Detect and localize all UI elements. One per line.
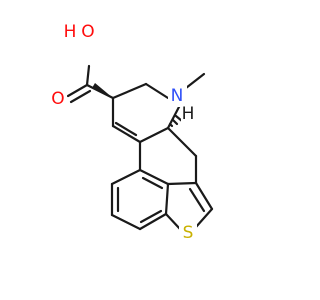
- bond-c5-c4: [166, 126, 198, 158]
- bond-ar1-ar2: [110, 168, 142, 186]
- bond-n-methyl: [184, 72, 206, 90]
- bond-c10-c11-double-b: [114, 121, 138, 137]
- bond-c10-c11-double-a: [111, 124, 142, 144]
- wedge-bond-cooh: [92, 83, 113, 98]
- structure-diagram: O H O N H S: [49, 21, 214, 244]
- bond-c2-s: [194, 207, 214, 229]
- bond-c-o-double-a: [66, 83, 89, 98]
- bond-ar6-ar1-inner: [141, 176, 164, 190]
- stereo-hydrogen: H: [181, 104, 196, 124]
- bond-ar6-ar1: [138, 168, 170, 186]
- bond-ar5-ar6: [164, 182, 170, 216]
- amine-nitrogen: N: [168, 85, 187, 107]
- bond-c8-c9: [111, 82, 148, 100]
- hash-1: [168, 122, 174, 128]
- thiophene-sulfur: S: [179, 222, 197, 244]
- atom-label-s: S: [183, 223, 194, 243]
- bond-c3-c2-a: [194, 181, 214, 211]
- bond-s-ar5: [164, 212, 182, 231]
- atom-label-o-carbonyl: O: [51, 89, 64, 109]
- bond-c5-c10: [138, 126, 170, 144]
- bond-ar4-ar5-inner: [139, 209, 163, 224]
- bond-c3-c2-b: [188, 187, 206, 213]
- carbonyl-oxygen: O: [49, 88, 67, 110]
- bond-c-o-double-b: [69, 89, 92, 104]
- bond-c9-n: [144, 82, 170, 100]
- atom-label-h-stereo: H: [182, 104, 195, 124]
- atom-label-o-hydroxyl: O: [81, 22, 94, 42]
- bond-ar6-c3: [166, 181, 198, 186]
- molecule-canvas: O H O N H S: [49, 21, 214, 244]
- atom-label-h-hydroxyl: H: [64, 22, 77, 42]
- bond-c-oh: [85, 64, 91, 87]
- bond-ar3-ar4: [110, 213, 142, 231]
- hash-2: [171, 118, 179, 126]
- atom-label-n: N: [171, 86, 184, 106]
- hydroxyl-group: O H: [62, 21, 96, 43]
- bond-ar4-ar5: [138, 212, 168, 231]
